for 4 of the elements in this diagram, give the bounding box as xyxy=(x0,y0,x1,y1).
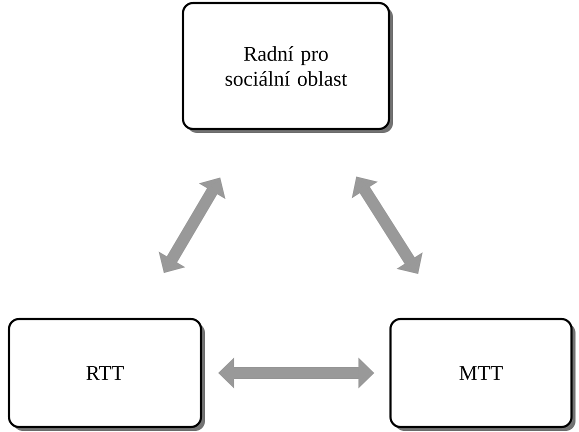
process-box: Radní pro sociální oblast xyxy=(182,2,393,133)
process-box: RTT xyxy=(8,318,205,431)
process-box: MTT xyxy=(389,318,576,431)
double-arrow xyxy=(352,176,423,274)
